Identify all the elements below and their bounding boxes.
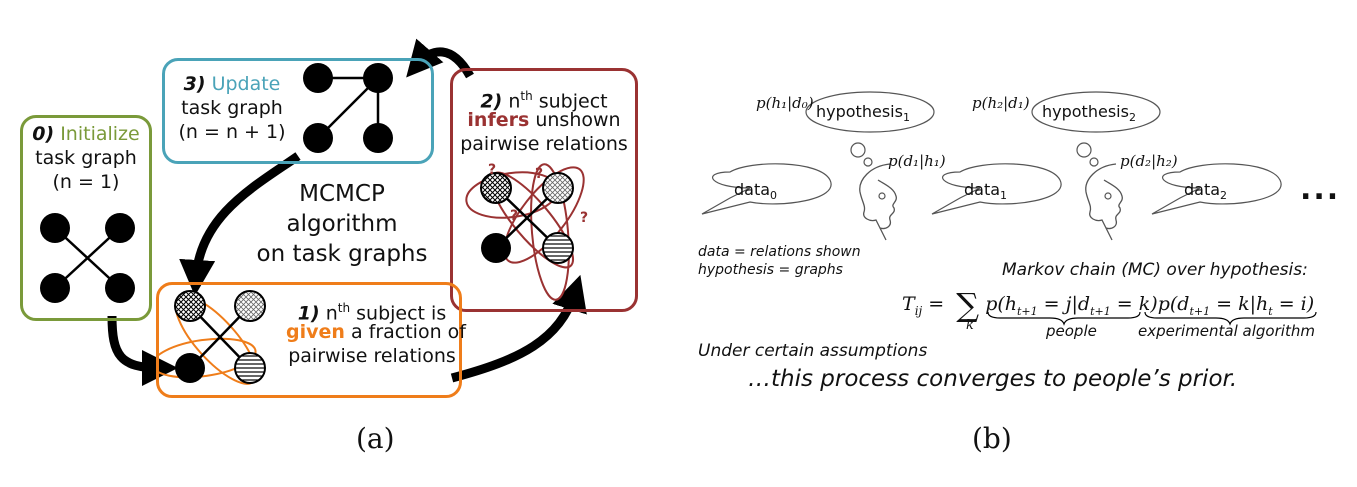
brace-label-algorithm: experimental algorithm (1138, 322, 1315, 340)
initialize-title: 0) Initialize (20, 122, 152, 146)
panel-b-illustration (701, 91, 1282, 241)
infers-n: n (508, 90, 521, 113)
update-step-number: 3) (183, 73, 206, 95)
update-title: 3) Update (172, 72, 292, 96)
data-2-label: data2 (1184, 180, 1227, 202)
eq-lhs: T (902, 293, 915, 315)
initialize-line2: task graph (35, 147, 137, 169)
hypothesis-2-text: hypothesis (1042, 102, 1129, 121)
given-rest1: subject is (350, 302, 447, 325)
question-mark-3: ? (580, 210, 588, 226)
data-1-sub: 1 (1000, 189, 1008, 203)
given-step-number: 1) (297, 302, 320, 325)
eq-term2-sub: t+1 (1189, 304, 1211, 318)
infers-line2: infers unshown (450, 108, 638, 132)
caption-b: (b) (972, 422, 1012, 455)
eq-term1-a: p(h (985, 293, 1017, 315)
hypothesis-2-label: hypothesis2 (1042, 102, 1136, 124)
data-1-text: data (964, 180, 1001, 199)
equation: Tij = ∑ p(ht+1 = j|dt+1 = k)p(dt+1 = k|h… (902, 286, 1314, 324)
question-mark-4: ? (488, 162, 496, 178)
eq-term1: p(ht+1 = j|dt+1 = k) (985, 293, 1158, 318)
caption-a: (a) (356, 422, 395, 455)
hypothesis-1-label: hypothesis1 (816, 102, 910, 124)
mcmcp-line3: on task graphs (256, 241, 428, 267)
infers-rest2: unshown (529, 109, 621, 131)
update-word: Update (211, 73, 281, 95)
given-rest2: a fraction of (344, 321, 466, 343)
data-1-prob: p(d₁|h₁) (888, 152, 946, 170)
eq-term2-c: = i) (1272, 293, 1315, 315)
eq-term1-c: = k) (1110, 293, 1158, 315)
legend-data: data = relations shown (698, 244, 861, 260)
infers-box (450, 68, 638, 312)
given-line2: given a fraction of (286, 320, 466, 344)
hypothesis-1-text: hypothesis (816, 102, 903, 121)
mcmcp-line1: MCMCP (299, 181, 385, 207)
eq-lhs-sub: ij (914, 303, 923, 318)
update-box (162, 58, 434, 164)
infers-word: infers (467, 109, 530, 131)
given-word: given (286, 321, 345, 343)
arrow-given-to-infers (450, 274, 587, 383)
eq-term2: p(dt+1 = k|ht = i) (1157, 293, 1315, 318)
updated-task-graph (303, 63, 393, 153)
data-1-label: data1 (964, 180, 1007, 202)
infers-th: th (520, 89, 533, 103)
data-2-sub: 2 (1220, 189, 1228, 203)
infers-step-number: 2) (480, 90, 503, 113)
hypothesis-2-sub: 2 (1128, 111, 1136, 125)
eq-sum-index: k (966, 318, 974, 333)
given-line1: 1) nth subject is (292, 296, 452, 325)
given-th: th (337, 301, 351, 315)
data-2-prob: p(d₂|h₂) (1120, 152, 1178, 170)
data-0-sub: 0 (770, 189, 778, 203)
update-line3: (n = n + 1) (178, 121, 286, 143)
initialize-word: Initialize (60, 123, 140, 145)
initialize-line3: (n = 1) (52, 171, 120, 193)
data-0-text: data (734, 180, 771, 199)
legend-hypothesis: hypothesis = graphs (698, 262, 843, 278)
eq-term1-sub: t+1 (1017, 304, 1038, 318)
given-relations-graph (156, 290, 266, 385)
infers-line3: pairwise relations (460, 133, 628, 155)
assumptions-text: Under certain assumptions (698, 341, 928, 361)
data-2-text: data (1184, 180, 1221, 199)
data-0-label: data0 (734, 180, 777, 202)
mc-title: Markov chain (MC) over hypothesis: (1002, 260, 1308, 280)
eq-term2-b: = k|h (1210, 293, 1269, 315)
arrow-update-to-given (179, 152, 301, 296)
underbraces (987, 311, 1317, 326)
eq-term1-b: = j|d (1037, 293, 1091, 315)
brace-label-people: people (1046, 322, 1097, 340)
question-mark-1: ? (535, 166, 543, 182)
initialize-box (20, 115, 152, 321)
given-line3: pairwise relations (288, 345, 456, 367)
hypothesis-1-sub: 1 (902, 111, 910, 125)
initialize-step-number: 0) (32, 123, 55, 145)
conclusion-text: …this process converges to people’s prio… (748, 366, 1238, 392)
infers-rest1: subject (532, 90, 608, 113)
eq-term2-a: p(d (1157, 293, 1190, 315)
eq-sum: ∑ (956, 286, 980, 324)
infers-line1: 2) nth subject (450, 84, 638, 113)
eq-term1-sub2: t+1 (1090, 304, 1111, 318)
question-mark-2: ? (510, 208, 518, 224)
ellipsis: ... (1300, 172, 1341, 207)
mcmcp-line2: algorithm (286, 211, 398, 237)
initial-task-graph (40, 213, 135, 303)
update-line2: task graph (181, 97, 283, 119)
eq-term2-sub2: t (1268, 304, 1273, 318)
given-n: n (325, 302, 338, 325)
given-box (156, 282, 462, 398)
hypothesis-2-prob: p(h₂|d₁) (972, 94, 1030, 112)
hypothesis-1-prob: p(h₁|d₀) (756, 94, 814, 112)
eq-equals: = (922, 293, 951, 315)
inferred-relations-graph: ? ? ? ? (465, 162, 588, 301)
arrow-initialize-to-given (107, 315, 178, 386)
